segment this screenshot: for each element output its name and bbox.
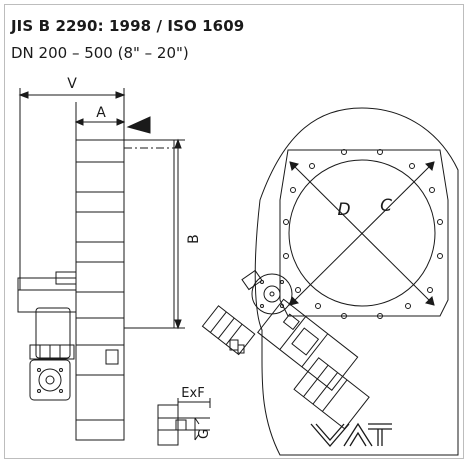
diameter-arrows xyxy=(289,161,435,306)
dim-label-d: D xyxy=(337,200,350,220)
front-view-actuator xyxy=(201,269,370,430)
front-view-housing xyxy=(254,107,459,456)
dimension-b xyxy=(130,138,185,330)
size-range-subtitle: DN 200 – 500 (8" – 20") xyxy=(11,44,189,62)
bolt-holes xyxy=(283,149,443,319)
dim-label-v: V xyxy=(67,76,77,92)
dim-label-c: C xyxy=(380,196,392,216)
diagram-frame xyxy=(4,4,464,459)
dimension-v xyxy=(18,88,126,290)
front-view-flange xyxy=(279,149,449,317)
dim-label-g: G xyxy=(197,429,212,439)
standard-title: JIS B 2290: 1998 / ISO 1609 xyxy=(11,17,245,35)
side-view-body xyxy=(75,139,175,441)
side-view-actuator xyxy=(17,271,77,401)
dim-label-exf: ExF xyxy=(181,386,204,401)
detail-exf-g xyxy=(157,398,211,446)
dimension-a xyxy=(74,102,126,140)
dim-label-b: B xyxy=(186,234,202,244)
vat-logo xyxy=(310,422,392,447)
seal-side-marker xyxy=(126,116,151,134)
dim-label-a: A xyxy=(96,105,106,121)
